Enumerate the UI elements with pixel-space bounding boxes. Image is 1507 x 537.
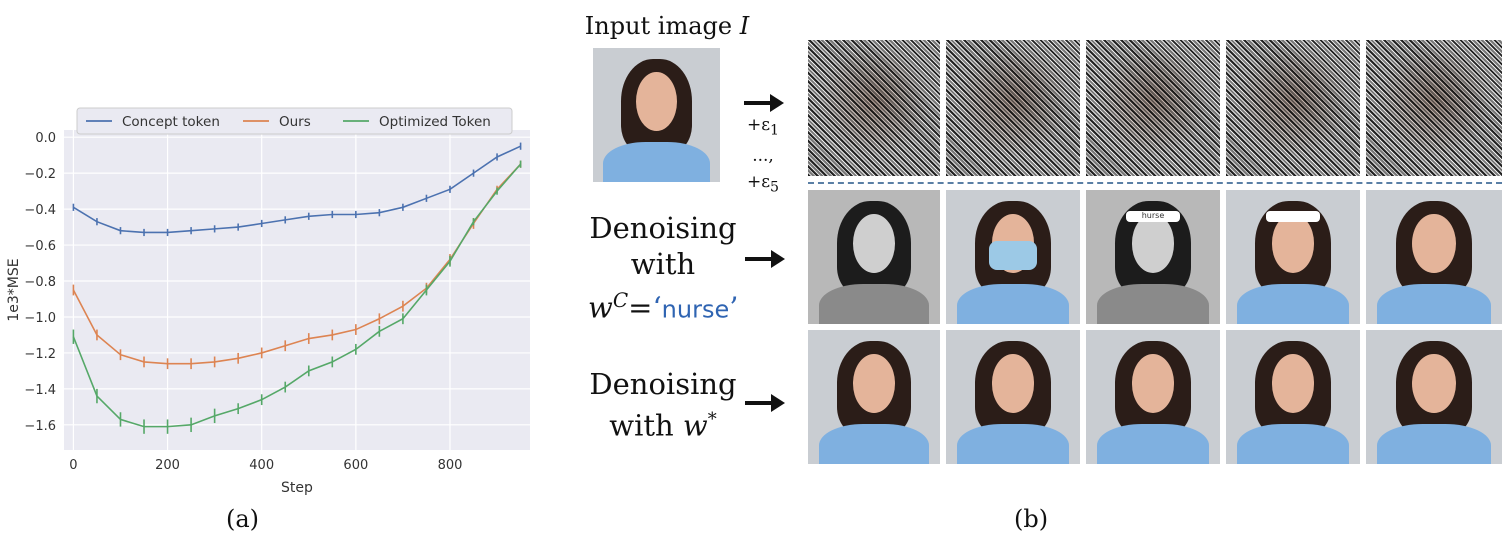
concept-result-2 — [946, 190, 1080, 324]
denoise-concept-arrow — [745, 250, 785, 268]
optimized-result-4 — [1226, 330, 1360, 464]
caption-a: (a) — [226, 505, 260, 533]
y-tick-label: −0.6 — [24, 239, 56, 254]
input-symbol: I — [739, 12, 750, 40]
optimized-result-5 — [1366, 330, 1502, 464]
denoise2-line1: Denoising — [589, 367, 737, 401]
denoise1-w: w — [588, 290, 613, 325]
x-axis-label: Step — [281, 480, 313, 496]
y-tick-label: −1.0 — [24, 311, 56, 326]
y-tick-label: −0.8 — [24, 275, 56, 290]
mse-chart: 0 200 400 600 800 0.0 −0.2 −0.4 −0.6 −0.8 −1.0 −1.2… — [6, 107, 530, 496]
denoise1-word: nurse — [661, 295, 730, 324]
denoise-concept-label: Denoising with wC=‘nurse’ — [588, 210, 738, 328]
y-tick-label: −1.2 — [24, 347, 56, 362]
noisy-image-5 — [1366, 40, 1502, 176]
noisy-image-4 — [1226, 40, 1360, 176]
x-tick-label: 600 — [343, 458, 368, 473]
y-tick-label: −1.4 — [24, 383, 56, 398]
y-tick-label: 0.0 — [35, 131, 56, 146]
denoise1-eq: = — [628, 290, 653, 325]
series-line-1 — [72, 145, 521, 234]
noisy-image-3 — [1086, 40, 1220, 176]
noise-eps5: +ε — [746, 172, 771, 193]
gridlines — [64, 130, 530, 450]
y-tick-label: −0.2 — [24, 167, 56, 182]
noise-labels: +ε1 ..., +ε5 — [738, 112, 788, 201]
denoise2-w: w — [682, 408, 708, 443]
legend-label-1: Concept token — [122, 114, 220, 130]
denoise1-line2: with — [630, 247, 696, 281]
denoise1-quote: ‘ — [652, 290, 662, 325]
denoise2-sup: * — [707, 409, 717, 430]
tick-labels: 0 200 400 600 800 0.0 −0.2 −0.4 −0.6 −0.8 −1.0 −1.2… — [24, 131, 462, 473]
legend-label-2: Ours — [279, 114, 311, 130]
optimized-result-1 — [808, 330, 940, 464]
y-tick-label: −1.6 — [24, 419, 56, 434]
caption-b: (b) — [1014, 505, 1049, 533]
noise-eps5-sub: 5 — [770, 179, 780, 196]
noisy-image-2 — [946, 40, 1080, 176]
input-label-text: Input image — [584, 12, 733, 40]
concept-result-4 — [1226, 190, 1360, 324]
noisy-image-1 — [808, 40, 940, 176]
series-layer — [72, 142, 522, 434]
x-tick-label: 800 — [438, 458, 463, 473]
legend: Concept token Ours Optimized Token — [76, 107, 513, 135]
denoise2-line2: with — [609, 408, 674, 443]
denoise1-line1: Denoising — [589, 211, 737, 245]
input-image-label: Input image I — [582, 12, 752, 40]
input-image — [593, 48, 720, 182]
legend-label-3: Optimized Token — [379, 114, 491, 130]
denoise1-sup: C — [612, 288, 629, 312]
noise-eps1-sub: 1 — [770, 122, 780, 139]
series-line-2 — [72, 163, 522, 365]
optimized-result-3 — [1086, 330, 1220, 464]
noise-arrow — [744, 94, 784, 112]
denoise1-endquote: ’ — [729, 290, 739, 325]
noise-ellipsis: ..., — [752, 146, 774, 167]
noise-eps1: +ε — [746, 115, 771, 135]
headband-text: hurse — [1141, 211, 1165, 221]
y-axis-label: 1e3*MSE — [6, 258, 22, 321]
concept-result-3: hurse — [1086, 190, 1220, 324]
row-divider — [808, 182, 1502, 184]
legend-box — [76, 107, 513, 135]
concept-result-5 — [1366, 190, 1502, 324]
denoise-optimized-arrow — [745, 394, 785, 412]
denoise-optimized-label: Denoising with w* — [588, 366, 738, 444]
plot-area — [64, 130, 530, 450]
y-tick-label: −0.4 — [24, 203, 56, 218]
x-tick-label: 0 — [69, 458, 77, 473]
series-line-3 — [72, 163, 522, 428]
x-tick-label: 400 — [249, 458, 274, 473]
concept-result-1 — [808, 190, 940, 324]
x-tick-label: 200 — [155, 458, 180, 473]
optimized-result-2 — [946, 330, 1080, 464]
